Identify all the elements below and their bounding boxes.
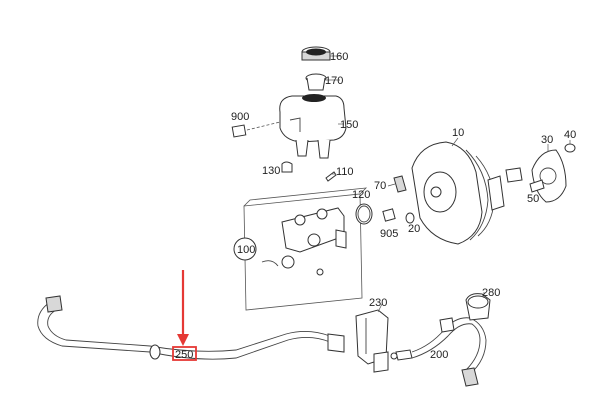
callout-200: 200 bbox=[430, 349, 448, 361]
callout-170: 170 bbox=[325, 75, 343, 87]
vacuum-sensor bbox=[387, 175, 407, 193]
reservoir-strainer bbox=[305, 73, 340, 91]
pushrod-fitting bbox=[505, 167, 523, 183]
booster-clip bbox=[382, 208, 396, 222]
highlight-box bbox=[172, 346, 197, 361]
master-cylinder-assembly bbox=[243, 187, 368, 311]
clip-part bbox=[231, 121, 281, 138]
callout-20: 20 bbox=[408, 223, 420, 235]
booster-nut bbox=[564, 140, 576, 153]
inline-filter bbox=[465, 292, 491, 321]
reservoir-cap bbox=[301, 46, 340, 61]
callout-110: 110 bbox=[336, 166, 354, 178]
callout-40: 40 bbox=[564, 129, 576, 141]
brake-fluid-reservoir bbox=[279, 94, 347, 159]
callout-circle-100 bbox=[233, 237, 257, 261]
callout-280: 280 bbox=[482, 287, 500, 299]
vacuum-hose bbox=[37, 295, 345, 360]
fitting-part bbox=[281, 161, 293, 173]
highlight-arrow bbox=[177, 270, 189, 346]
callout-130: 130 bbox=[262, 165, 280, 177]
callout-905: 905 bbox=[380, 228, 398, 240]
callout-100: 100 bbox=[237, 244, 255, 256]
booster-bolt bbox=[529, 179, 545, 193]
callout-230: 230 bbox=[369, 297, 387, 309]
check-valve bbox=[355, 303, 389, 373]
callout-30: 30 bbox=[541, 134, 553, 146]
callout-10: 10 bbox=[452, 127, 464, 139]
callout-120: 120 bbox=[352, 189, 370, 201]
callout-70: 70 bbox=[374, 180, 386, 192]
booster-seal bbox=[405, 212, 415, 224]
callout-50: 50 bbox=[527, 193, 539, 205]
callout-900: 900 bbox=[231, 111, 249, 123]
pin-part bbox=[325, 171, 337, 182]
brake-booster bbox=[411, 137, 505, 245]
callout-150: 150 bbox=[340, 119, 358, 131]
vacuum-line bbox=[411, 317, 487, 387]
callout-160: 160 bbox=[330, 51, 348, 63]
callout-250: 250 bbox=[175, 349, 193, 361]
seal-ring bbox=[355, 203, 373, 225]
hose-connector bbox=[390, 349, 413, 361]
